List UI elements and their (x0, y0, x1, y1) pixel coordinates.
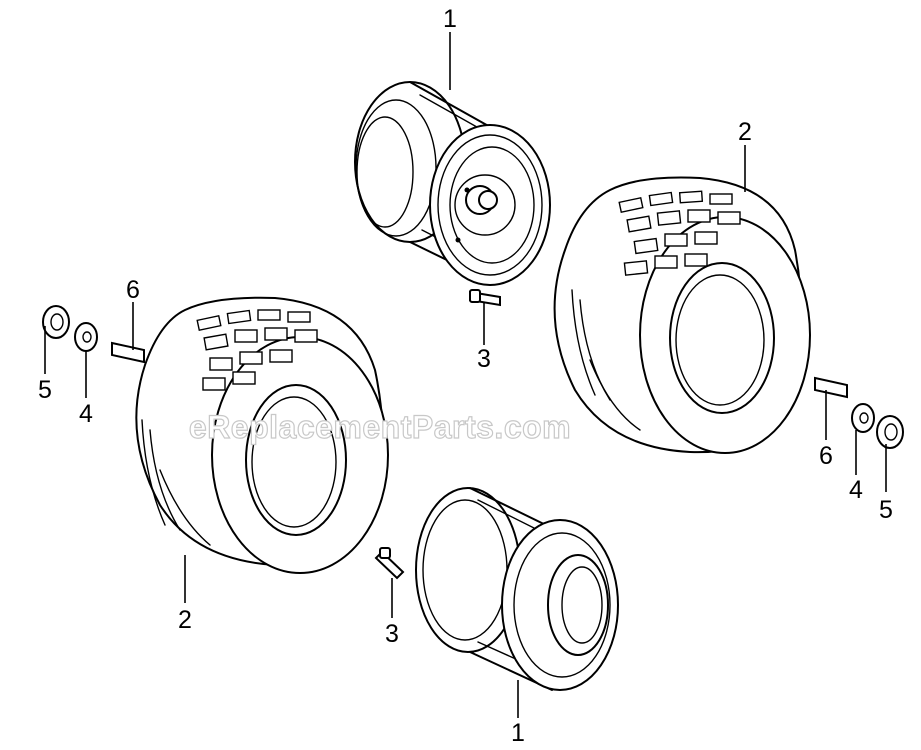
key-right (814, 376, 848, 399)
callout-tire-left: 2 (178, 606, 192, 634)
washer-right (851, 403, 875, 433)
valve-stem-bottom (374, 547, 405, 580)
callout-key-left: 6 (126, 276, 140, 304)
callout-clip-left: 5 (38, 376, 52, 404)
watermark-text: eReplacementParts.com (189, 409, 571, 445)
key-left (111, 341, 145, 364)
callout-rim-top: 1 (443, 5, 457, 33)
rim-top (354, 81, 551, 286)
valve-stem-top (469, 289, 501, 307)
tread-blocks-right (618, 190, 741, 276)
clip-left (42, 305, 70, 339)
washer-left (74, 322, 98, 352)
callout-valve-bottom: 3 (385, 620, 399, 648)
callout-key-right: 6 (819, 442, 833, 470)
callout-clip-right: 5 (879, 496, 893, 524)
tread-blocks-left (196, 309, 318, 391)
callout-washer-right: 4 (849, 476, 863, 504)
callout-tire-right: 2 (738, 118, 752, 146)
leader-lines (44, 32, 887, 718)
clip-right (876, 415, 904, 449)
tire-left (135, 296, 389, 574)
callout-washer-left: 4 (79, 400, 93, 428)
tire-right (553, 176, 811, 454)
rim-bottom (415, 487, 619, 691)
callout-rim-bottom: 1 (511, 719, 525, 747)
callout-valve-top: 3 (477, 345, 491, 373)
